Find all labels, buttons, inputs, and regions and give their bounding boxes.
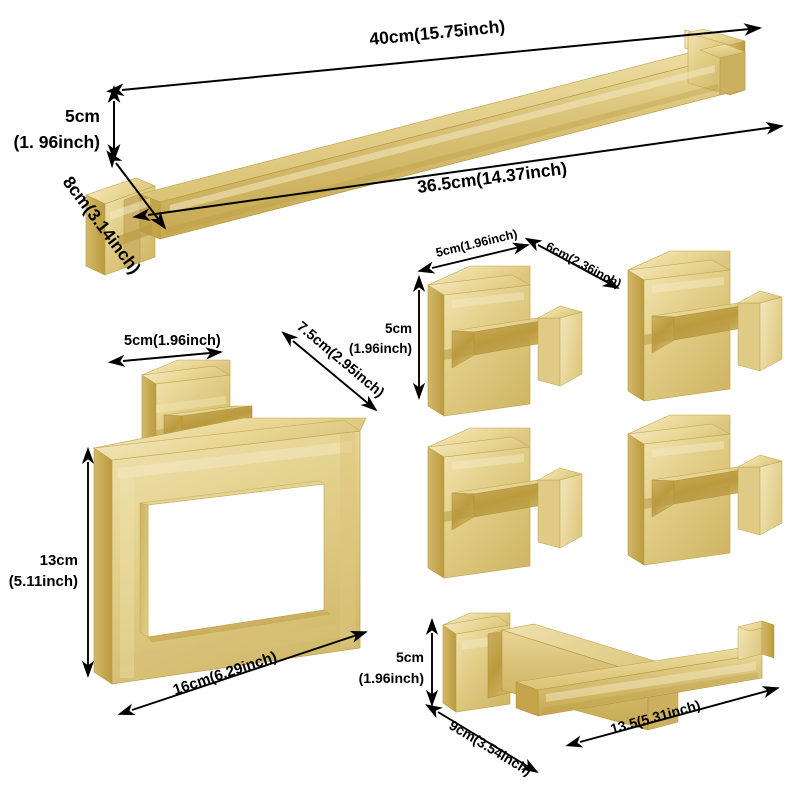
dim-paper-depth: 9cm(3.54inch): [425, 704, 539, 779]
dim-label-hook-depth: 6cm(2.36inch): [544, 239, 624, 291]
dim-towel-bar-height: 5cm (1. 96inch): [13, 85, 121, 162]
dim-label-paper-depth: 9cm(3.54inch): [446, 717, 534, 779]
dim-label-ring-depth: 7.5cm(2.95inch): [293, 319, 387, 401]
product-robe-hook-1: [427, 265, 583, 417]
dim-label-ring-plate-width: 5cm(1.96inch): [124, 333, 221, 349]
dim-label-hook-height-cm: 5cm: [385, 321, 412, 336]
dim-label-paper-height-inch: (1.96inch): [359, 670, 424, 686]
dim-ring-height: 13cm (5.11inch): [9, 446, 95, 678]
dim-paper-height: 5cm (1.96inch): [359, 617, 439, 707]
dim-hook-depth: 6cm(2.36inch): [524, 237, 624, 291]
dim-ring-plate-width: 5cm(1.96inch): [107, 333, 223, 367]
product-towel-ring: [93, 359, 367, 685]
product-robe-hook-2: [627, 250, 783, 402]
dim-label-towel-bar-height-cm: 5cm: [65, 106, 100, 126]
product-towel-bar: [85, 28, 746, 276]
product-robe-hook-3: [427, 427, 583, 579]
dim-ring-depth: 7.5cm(2.95inch): [281, 319, 387, 412]
dim-label-towel-bar-overall: 40cm(15.75inch): [368, 16, 505, 49]
dim-label-ring-height-inch: (5.11inch): [9, 573, 78, 590]
dim-label-hook-plate-width: 5cm(1.96inch): [434, 227, 518, 260]
dim-label-ring-height-cm: 13cm: [40, 552, 78, 569]
dim-label-hook-height-inch: (1.96inch): [349, 341, 412, 356]
dim-hook-plate-width: 5cm(1.96inch): [417, 227, 530, 274]
product-robe-hook-4: [627, 414, 783, 566]
product-paper-holder: [442, 612, 775, 731]
dim-label-paper-height-cm: 5cm: [396, 649, 424, 665]
dim-label-towel-bar-height-inch: (1. 96inch): [13, 132, 100, 152]
